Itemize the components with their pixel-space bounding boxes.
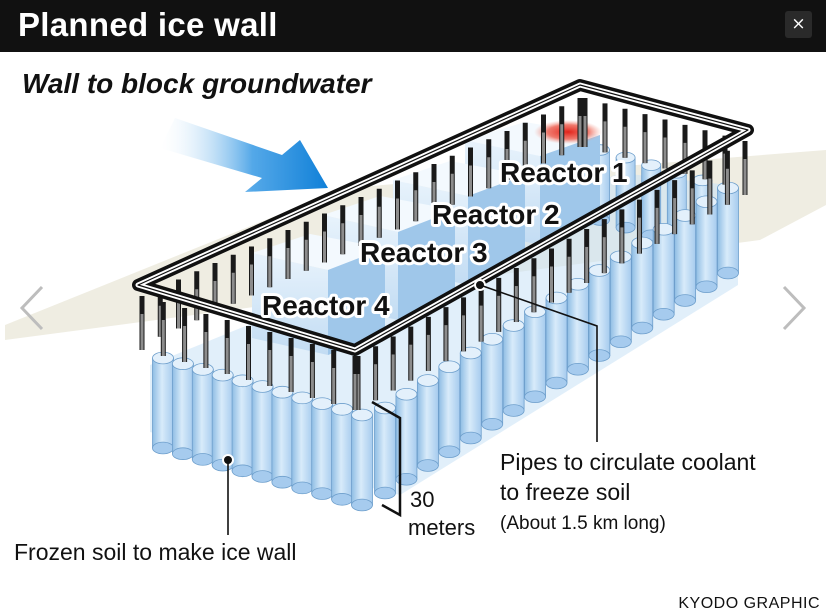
ice-column-right-6 <box>588 264 611 362</box>
ice-column-front-0 <box>152 351 174 455</box>
ice-column-front-6 <box>271 385 294 489</box>
reactor-2-label: Reactor 2 <box>432 199 560 230</box>
ice-column-right-3 <box>652 222 675 321</box>
ice-column-front-9 <box>331 403 354 506</box>
close-button[interactable]: × <box>785 11 812 38</box>
depth-value: 30 <box>410 487 434 512</box>
page-title: Planned ice wall <box>18 6 278 43</box>
ice-column-right-7 <box>567 277 589 376</box>
ice-column-front-10 <box>351 408 373 512</box>
close-icon: × <box>791 14 806 34</box>
depth-unit: meters <box>408 515 475 540</box>
ice-column-front-7 <box>291 391 314 495</box>
pipe-frame <box>132 79 754 356</box>
credit: KYODO GRAPHIC <box>678 595 820 612</box>
reactor-4-label: Reactor 4 <box>262 290 390 321</box>
ice-column-right-13 <box>438 360 461 459</box>
ice-column-right-8 <box>545 291 568 390</box>
groundwater-arrow <box>160 118 328 192</box>
frozen-soil-callout: Frozen soil to make ice wall <box>14 539 297 565</box>
ice-column-front-1 <box>171 357 194 460</box>
depth-bracket <box>371 400 402 518</box>
ice-column-front-8 <box>311 397 334 500</box>
title-bar: Planned ice wall × <box>0 0 826 52</box>
ice-column-right-16 <box>374 401 396 500</box>
pipes-callout-line2: to freeze soil <box>500 479 630 505</box>
ice-column-right-10 <box>502 319 525 417</box>
ice-column-front-2 <box>191 363 214 466</box>
ice-column-front-4 <box>231 374 254 478</box>
ice-column-right-4 <box>631 236 654 335</box>
ice-column-right-1 <box>695 195 718 294</box>
graphic-subtitle: Wall to block groundwater <box>22 68 372 99</box>
frozen-soil-leader <box>222 454 234 535</box>
chevron-right-icon <box>782 285 807 331</box>
ice-column-right-11 <box>481 332 504 431</box>
chevron-left-icon <box>19 285 44 331</box>
ice-column-right-5 <box>609 250 632 349</box>
reactor-1-label: Reactor 1 <box>500 157 628 188</box>
pipes-callout-leader <box>474 279 598 442</box>
ice-column-right-14 <box>416 374 439 472</box>
ice-column-front-5 <box>251 380 274 483</box>
ice-column-right-0 <box>717 181 739 280</box>
pipes-callout-line3: (About 1.5 km long) <box>500 513 666 534</box>
reactor-3-label: Reactor 3 <box>360 237 488 268</box>
next-button[interactable] <box>774 283 814 333</box>
ice-column-right-12 <box>459 346 482 445</box>
pipes-callout-line1: Pipes to circulate coolant <box>500 449 756 475</box>
coolant-pipes <box>139 98 748 410</box>
ice-column-right-9 <box>524 305 546 404</box>
prev-button[interactable] <box>12 283 52 333</box>
